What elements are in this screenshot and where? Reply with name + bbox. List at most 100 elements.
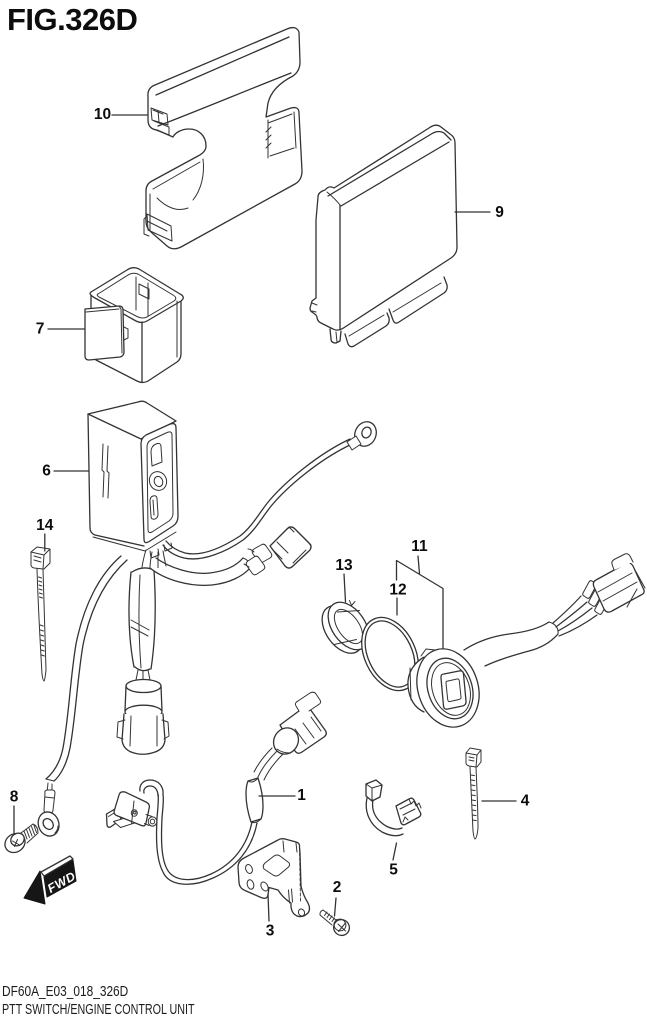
fwd-top-strip xyxy=(40,855,74,877)
part-2-screw xyxy=(319,909,351,937)
footer-drawing-code: DF60A_E03_018_326D xyxy=(2,984,129,1000)
part-9-ecu xyxy=(309,124,458,348)
box-keyhole-oval xyxy=(148,471,168,491)
part-label-6: 6 xyxy=(42,463,51,480)
leader-11 xyxy=(417,555,421,575)
p3-tab-lines xyxy=(282,840,298,853)
leader-3 xyxy=(267,893,270,922)
part-label-9: 9 xyxy=(495,204,504,221)
p3-hole-2 xyxy=(246,879,255,890)
ecu-side-notch xyxy=(311,302,318,313)
p5-block xyxy=(395,797,422,826)
bezel-notch xyxy=(349,600,356,606)
bezel-chord-bottom xyxy=(333,639,357,645)
ground-wire-a xyxy=(162,443,353,560)
battery-cable-a xyxy=(45,555,122,780)
leader-lines xyxy=(13,114,517,922)
part-8-bolt xyxy=(4,823,39,854)
p5-strap-outer xyxy=(365,797,404,837)
p5-strap-inner xyxy=(371,799,403,830)
ground-crimp xyxy=(346,435,362,451)
sheath-2pin-b xyxy=(155,557,244,574)
boot-2 xyxy=(245,555,266,576)
part-5-clamp xyxy=(365,779,422,837)
part-10-ecu-cover xyxy=(143,26,303,250)
part-label-8: 8 xyxy=(10,789,19,806)
conn-tab-right xyxy=(161,719,170,740)
part-7-cap xyxy=(84,267,184,384)
tie14-serr-2 xyxy=(39,624,45,657)
part-label-12: 12 xyxy=(389,582,406,599)
tube-left xyxy=(128,571,135,668)
pin-conn-body xyxy=(269,526,312,569)
p1-cyl xyxy=(144,814,153,826)
cover-silhouette xyxy=(145,26,303,250)
p1-box-hole xyxy=(130,809,138,817)
battery-ring-outer xyxy=(37,811,60,837)
box-wires xyxy=(141,549,167,569)
p1-wires xyxy=(253,747,284,781)
tie4-serrations xyxy=(470,774,477,822)
sw-cable-end xyxy=(548,621,559,635)
p1-boot-arc xyxy=(276,748,291,754)
box-side-notch xyxy=(101,443,110,499)
battery-ferrule-band xyxy=(44,796,55,799)
sw-barrel-line xyxy=(409,667,412,701)
ecu-foot-line xyxy=(335,331,338,343)
tie4-head-mark xyxy=(468,756,475,762)
p1-box xyxy=(113,791,151,827)
p2-cross xyxy=(337,923,346,932)
cap-flap-notch xyxy=(123,326,129,341)
ecu-top-chamfer xyxy=(327,130,452,197)
cover-beam-bottom-edge xyxy=(157,72,292,127)
fwd-head xyxy=(23,870,46,905)
sw-wire-4 xyxy=(558,614,598,637)
footer: DF60A_E03_018_326D PTT SWITCH/ENGINE CON… xyxy=(2,983,262,1020)
box-top-face xyxy=(87,400,177,440)
sw-conn-lines xyxy=(597,572,638,602)
p1-box-hole2 xyxy=(133,810,137,815)
part-label-2: 2 xyxy=(333,879,342,896)
ecu-lug-right-edge xyxy=(392,282,442,313)
tie4-tip xyxy=(472,827,479,840)
tie14-strap xyxy=(36,568,47,675)
sw-conn-latch xyxy=(611,553,634,571)
ecu-foot xyxy=(329,328,342,344)
p5-clip-fold xyxy=(365,783,383,802)
p1-wire-u-b xyxy=(155,793,258,885)
tie4-strap xyxy=(469,766,479,832)
part-6-unit xyxy=(37,400,377,837)
pin-conn-flange xyxy=(292,530,312,564)
tube-bottom xyxy=(134,666,151,672)
tie14-serr-1 xyxy=(38,576,43,599)
bolt8-threads xyxy=(23,825,37,840)
footer-caption: PTT SWITCH/ENGINE CONTROL UNIT xyxy=(2,1002,195,1019)
cover-tray-back-wall xyxy=(192,158,204,201)
p1-box-crease xyxy=(131,800,135,825)
sheath-2pin-a xyxy=(149,567,251,586)
ecu-silhouette xyxy=(309,124,458,331)
oring-inner xyxy=(364,620,416,688)
p5-block-lines xyxy=(399,802,416,816)
leader-13 xyxy=(343,573,347,603)
conn-upper-sides xyxy=(124,685,163,712)
ecu-corner-chamfer xyxy=(326,191,341,206)
p1-cyl-hole xyxy=(149,818,156,825)
ecu-front-top-edge xyxy=(340,141,450,207)
pin-conn-lines xyxy=(271,541,289,560)
bolt8-shank xyxy=(20,823,39,844)
p3-cutout xyxy=(262,854,291,877)
p1-conn-latch xyxy=(294,691,322,712)
p1-wire-u-a xyxy=(160,794,253,881)
p1-elbow xyxy=(139,779,164,797)
sw-button xyxy=(440,670,467,710)
sw-cable-a xyxy=(463,621,550,651)
box-lower-slot xyxy=(149,495,159,520)
cap-inner-slot xyxy=(138,283,150,300)
battery-ferrule xyxy=(43,789,56,814)
bezel-chord-top xyxy=(337,610,360,613)
cover-tray-latch xyxy=(146,213,173,242)
box-lower-slot-line xyxy=(152,499,155,516)
